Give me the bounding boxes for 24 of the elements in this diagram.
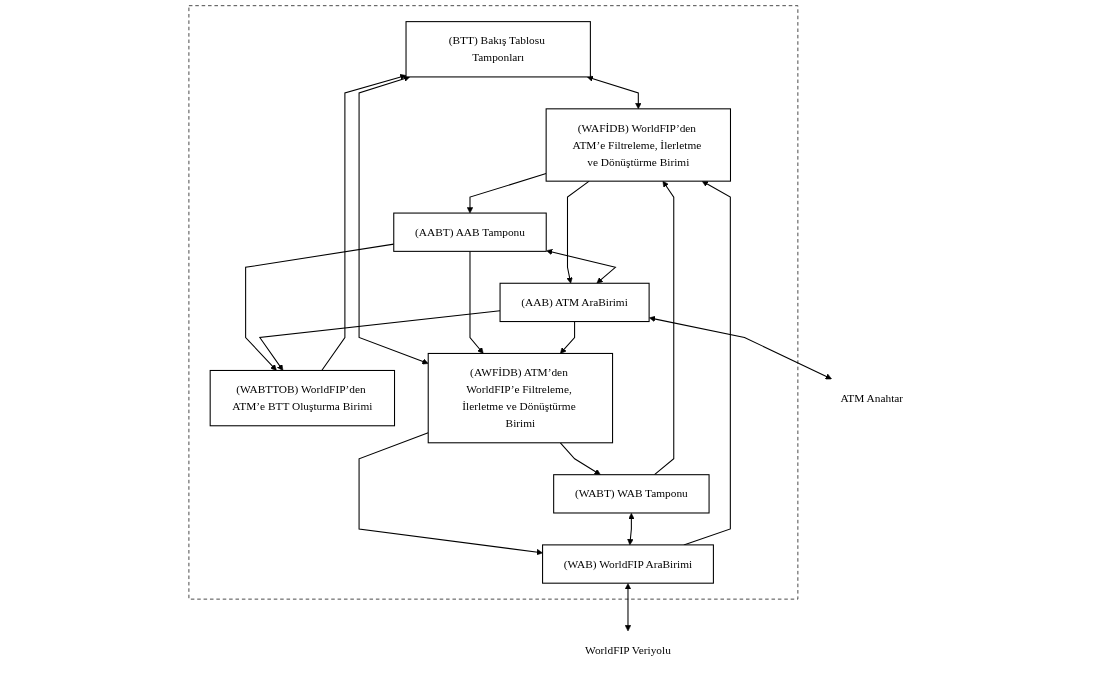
arrow (653, 180, 675, 476)
arrow (358, 432, 543, 556)
cluster (188, 5, 799, 600)
node-box: (WABTTOB) WorldFIP’den ATM’e BTT Oluşturma Birimi (209, 369, 395, 427)
node-box: (WAFİDB) WorldFIP’den ATM’e Filtreleme, İlerletme ve Dönüştürme Birimi (545, 108, 731, 182)
arrow (648, 315, 832, 380)
arrow (559, 321, 575, 354)
arrow (559, 442, 601, 475)
node-text: ATM Anahtar (840, 391, 903, 404)
arrow (546, 248, 617, 284)
node-box: (WABT) WAB Tamponu (553, 474, 710, 514)
arrow (321, 74, 407, 371)
arrow (586, 75, 642, 110)
arrow (469, 250, 484, 354)
node-box: (WAB) WorldFIP AraBirimi (541, 544, 714, 584)
arrow (627, 513, 635, 546)
node-text: WorldFIP Veriyolu (584, 643, 671, 656)
node-box: (AWFİDB) ATM’den WorldFIP’e Filtreleme, İlerletme ve Dönüştürme Birimi (427, 352, 613, 444)
arrow (566, 180, 590, 284)
node-box: (AABT) AAB Tamponu (393, 212, 547, 252)
node-box: (AAB) ATM AraBirimi (499, 282, 650, 323)
arrow (624, 583, 631, 632)
arrow (358, 75, 429, 365)
node-box: (BTT) Bakış Tablosu Tamponları (405, 21, 591, 78)
